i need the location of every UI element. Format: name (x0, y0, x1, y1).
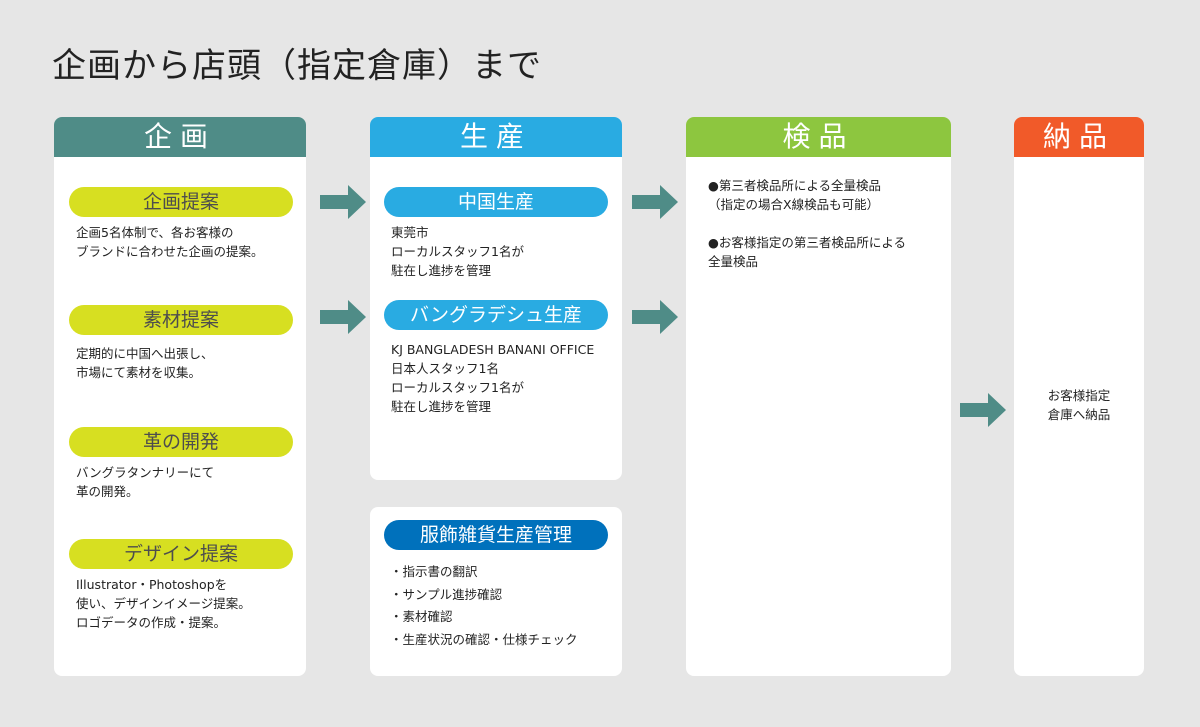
delivery-header: 納品 (1014, 117, 1144, 157)
leather-development-pill: 革の開発 (69, 427, 293, 457)
planning-proposal-pill: 企画提案 (69, 187, 293, 217)
planning-header: 企画 (54, 117, 306, 157)
planning-proposal-text: 企画5名体制で、各お客様の ブランドに合わせた企画の提案。 (76, 225, 264, 259)
china-production-pill: 中国生産 (384, 187, 608, 217)
design-proposal-text: Illustrator・Photoshopを 使い、デザインイメージ提案。 ロゴ… (76, 577, 251, 630)
material-proposal-text: 定期的に中国へ出張し、 市場にて素材を収集。 (76, 346, 214, 380)
arrow-right-icon (632, 185, 678, 219)
arrow-right-icon (960, 393, 1006, 427)
design-proposal-pill: デザイン提案 (69, 539, 293, 569)
production-header: 生産 (370, 117, 622, 157)
leather-development-text: バングラタンナリーにて 革の開発。 (76, 465, 215, 499)
arrow-right-icon (320, 300, 366, 334)
bangladesh-production-text: KJ BANGLADESH BANANI OFFICE 日本人スタッフ1名 ロー… (391, 342, 595, 414)
management-pill: 服飾雑貨生産管理 (384, 520, 608, 550)
arrow-right-icon (632, 300, 678, 334)
production-column: 生産 中国生産 東莞市 ローカルスタッフ1名が 駐在し進捗を管理 バングラデシュ… (370, 117, 622, 480)
management-card: 服飾雑貨生産管理 ・指示書の翻訳 ・サンプル進捗確認 ・素材確認 ・生産状況の確… (370, 507, 622, 676)
china-production-text: 東莞市 ローカルスタッフ1名が 駐在し進捗を管理 (391, 225, 524, 278)
page-title: 企画から店頭（指定倉庫）まで (52, 46, 542, 86)
planning-column: 企画 企画提案 企画5名体制で、各お客様の ブランドに合わせた企画の提案。 素材… (54, 117, 306, 676)
inspection-text-2: ●お客様指定の第三者検品所による 全量検品 (708, 235, 907, 269)
bangladesh-production-pill: バングラデシュ生産 (384, 300, 608, 330)
delivery-text: お客様指定 倉庫へ納品 (1047, 388, 1111, 422)
arrow-right-icon (320, 185, 366, 219)
inspection-header: 検品 (686, 117, 951, 157)
management-text: ・指示書の翻訳 ・サンプル進捗確認 ・素材確認 ・生産状況の確認・仕様チェック (390, 564, 578, 647)
delivery-column: 納品 お客様指定 倉庫へ納品 (1014, 117, 1144, 676)
inspection-column: 検品 ●第三者検品所による全量検品 （指定の場合X線検品も可能） ●お客様指定の… (686, 117, 951, 676)
material-proposal-pill: 素材提案 (69, 305, 293, 335)
inspection-text-1: ●第三者検品所による全量検品 （指定の場合X線検品も可能） (708, 178, 882, 212)
